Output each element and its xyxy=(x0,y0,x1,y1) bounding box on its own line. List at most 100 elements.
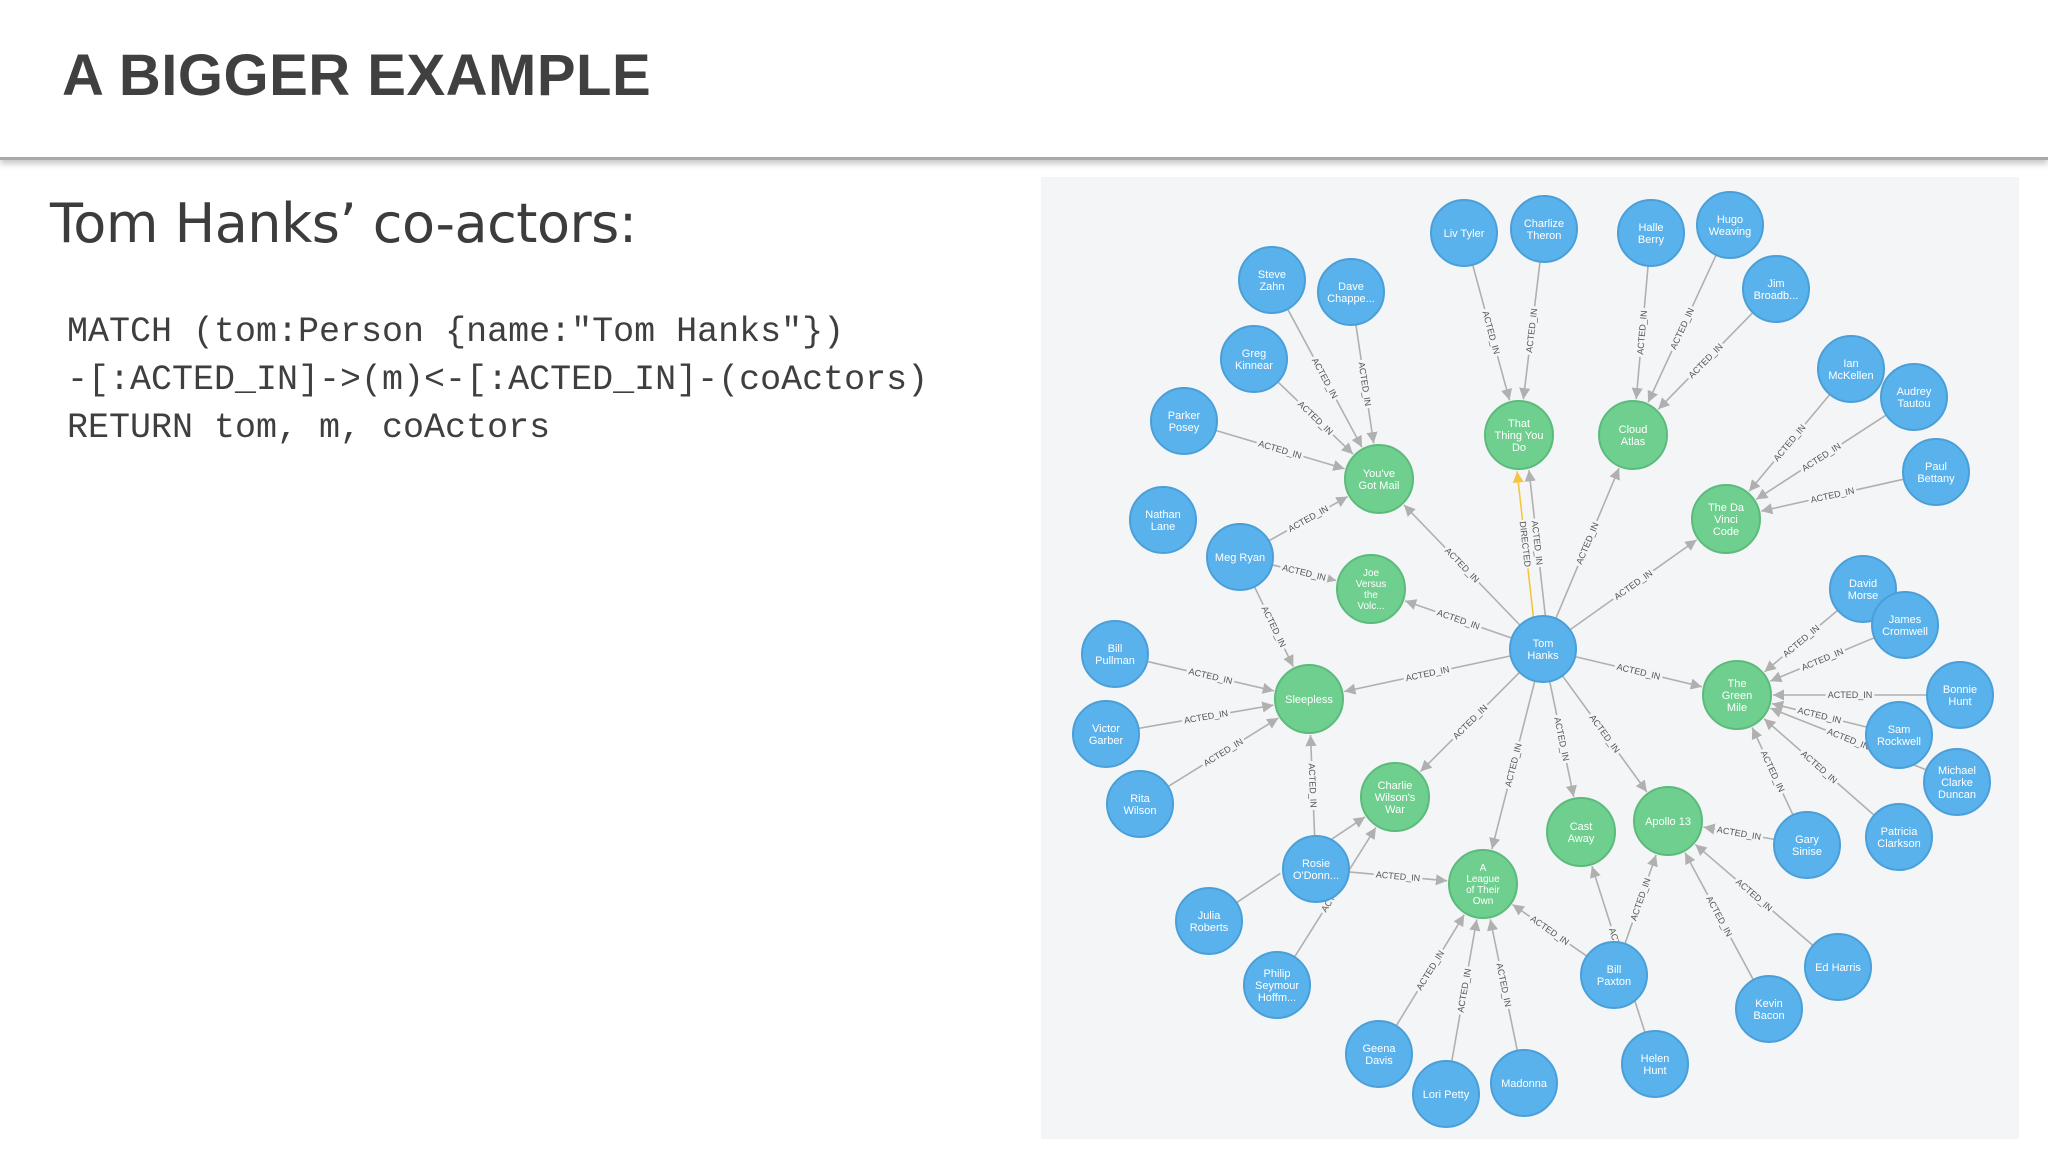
relationship-paul-davinci[interactable]: ACTED_IN xyxy=(1760,478,1904,515)
relationship-gary-apollo[interactable]: ACTED_IN xyxy=(1703,823,1775,843)
node-label-line: Bill xyxy=(1108,643,1123,655)
relationship-dave-yougotmail[interactable]: ACTED_IN xyxy=(1355,324,1378,444)
relationship-tom-davinci[interactable]: ACTED_IN xyxy=(1569,539,1698,631)
relationship-label-group: ACTED_IN xyxy=(1757,746,1789,796)
relationship-lori-league[interactable]: ACTED_IN xyxy=(1450,919,1481,1062)
person-node-madonna[interactable]: Madonna xyxy=(1490,1049,1558,1117)
relationship-tom-greenmile[interactable]: ACTED_IN xyxy=(1574,655,1703,690)
person-node-lori[interactable]: Lori Petty xyxy=(1412,1060,1480,1128)
movie-node-circle xyxy=(1360,762,1430,832)
relationship-label-bg xyxy=(1626,874,1654,925)
relationship-kevin-apollo[interactable]: ACTED_IN xyxy=(1684,852,1755,981)
relationship-madonna-league[interactable]: ACTED_IN xyxy=(1487,919,1519,1051)
node-label-line: Green xyxy=(1722,690,1753,702)
person-node-dave[interactable]: DaveChappe... xyxy=(1317,258,1385,326)
relationship-patricia-greenmile[interactable]: ACTED_IN xyxy=(1763,718,1875,816)
relationship-meg-sleepless[interactable]: ACTED_IN xyxy=(1253,586,1294,667)
relationship-jim-cloud[interactable]: ACTED_IN xyxy=(1657,312,1754,410)
movie-node-joe[interactable]: JoeVersustheVolc... xyxy=(1336,554,1406,624)
person-node-jim[interactable]: JimBroadb... xyxy=(1742,255,1810,323)
relationship-tom-cloud[interactable]: ACTED_IN xyxy=(1555,467,1620,619)
relationship-label: ACTED_IN xyxy=(1587,713,1621,755)
person-node-meg[interactable]: Meg Ryan xyxy=(1206,523,1274,591)
person-node-philip[interactable]: PhilipSeymourHoffm... xyxy=(1243,951,1311,1019)
relationship-label-group: ACTED_IN xyxy=(1797,438,1845,475)
node-label-line: Parker xyxy=(1168,410,1201,422)
relationship-greg-yougotmail[interactable]: ACTED_IN xyxy=(1277,381,1354,455)
relationship-bill-league[interactable]: ACTED_IN xyxy=(1512,903,1588,957)
relationship-label-group: ACTED_IN xyxy=(1255,436,1306,462)
relationship-label: ACTED_IN xyxy=(1826,726,1871,752)
relationship-tom-castaway[interactable]: ACTED_IN xyxy=(1548,681,1577,797)
relationship-label: ACTED_IN xyxy=(1281,563,1327,583)
relationship-tom-league[interactable]: ACTED_IN xyxy=(1489,680,1536,850)
relationship-tom-joe[interactable]: ACTED_IN xyxy=(1404,599,1513,639)
relationship-rosie-league[interactable]: ACTED_IN xyxy=(1348,868,1448,886)
movie-node-sleepless[interactable]: Sleepless xyxy=(1274,664,1344,734)
relationship-gary-greenmile[interactable]: ACTED_IN xyxy=(1751,727,1794,816)
node-label-line: Halle xyxy=(1638,222,1663,234)
relationship-tom-sleepless[interactable]: ACTED_IN xyxy=(1344,655,1511,695)
movie-node-apollo[interactable]: Apollo 13 xyxy=(1633,786,1703,856)
relationship-meg-joe[interactable]: ACTED_IN xyxy=(1271,561,1337,584)
relationship-victor-sleepless[interactable]: ACTED_IN xyxy=(1138,701,1274,730)
relationship-rita-sleepless[interactable]: ACTED_IN xyxy=(1167,717,1279,788)
relationship-billpullman-sleepless[interactable]: ACTED_IN xyxy=(1146,660,1275,694)
node-label-line: Own xyxy=(1473,896,1494,907)
relationship-tom-thatthing[interactable]: ACTED_IN xyxy=(1524,470,1547,616)
relationship-label-group: ACTED_IN xyxy=(1825,689,1875,700)
node-label-line: Atlas xyxy=(1621,436,1646,448)
relationship-ian-davinci[interactable]: ACTED_IN xyxy=(1748,393,1831,492)
person-node-livtyler[interactable]: Liv Tyler xyxy=(1430,199,1498,267)
relationship-parker-yougotmail[interactable]: ACTED_IN xyxy=(1215,429,1345,471)
relationship-label-bg xyxy=(1279,561,1330,584)
relationship-charlize-thatthing[interactable]: ACTED_IN xyxy=(1519,261,1541,400)
relationship-livtyler-thatthing[interactable]: ACTED_IN xyxy=(1471,264,1513,401)
relationship-geena-league[interactable]: ACTED_IN xyxy=(1395,914,1465,1027)
relationship-tom-apollo[interactable]: ACTED_IN xyxy=(1561,675,1648,793)
relationship-tom-charlie[interactable]: ACTED_IN xyxy=(1419,671,1521,773)
relationship-bill-apollo[interactable]: ACTED_IN xyxy=(1624,854,1658,945)
relationship-halle-cloud[interactable]: ACTED_IN xyxy=(1631,265,1650,400)
relationship-meg-yougotmail[interactable]: ACTED_IN xyxy=(1268,495,1348,542)
relationship-bonnie-greenmile[interactable]: ACTED_IN xyxy=(1773,689,1927,701)
person-node-rosie[interactable]: RosieO'Donn... xyxy=(1282,835,1350,903)
relationship-sam-greenmile[interactable]: ACTED_IN xyxy=(1771,700,1868,728)
relationship-hugo-cloud[interactable]: ACTED_IN xyxy=(1647,254,1717,403)
relationship-rosie-sleepless[interactable]: ACTED_IN xyxy=(1305,734,1320,837)
person-node-edharris[interactable]: Ed Harris xyxy=(1804,933,1872,1001)
